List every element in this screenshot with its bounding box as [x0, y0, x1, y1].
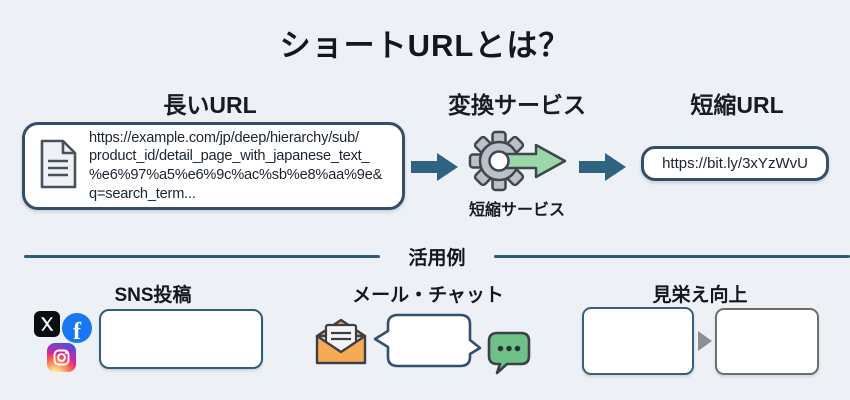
flow-arrow-right-icon	[411, 152, 459, 187]
green-output-arrow	[504, 143, 567, 179]
chat-dots-icon	[486, 331, 532, 380]
conversion-service-heading: 変換サービス	[448, 92, 586, 118]
long-url-line: %e6%97%a5%e6%9c%ac%sb%e8%aa%9e&	[89, 167, 383, 183]
long-url-text: https://example.com/jp/deep/hierarchy/su…	[89, 129, 382, 203]
examples-divider: 活用例	[0, 243, 850, 270]
gear-icon	[466, 128, 568, 199]
short-url-text: https://bit.ly/3xYzWvU	[662, 155, 808, 172]
x-icon	[34, 311, 60, 337]
service-caption: 短縮サービス	[468, 202, 565, 219]
page-title: ショートURLとは？	[279, 28, 571, 63]
short-url-heading: 短縮URL	[690, 92, 784, 118]
before-box	[582, 307, 694, 375]
speech-bubble-icon	[372, 312, 484, 375]
divider-line	[494, 255, 850, 258]
divider-line	[24, 255, 380, 258]
instagram-icon	[47, 343, 76, 372]
long-url-line: product_id/detail_page_with_japanese_tex…	[89, 148, 370, 165]
sns-post-placeholder-box	[99, 309, 263, 369]
appearance-section-heading: 見栄え向上	[652, 285, 748, 306]
long-url-heading: 長いURL	[163, 92, 257, 118]
long-url-line: https://example.com/jp/deep/hierarchy/su…	[89, 129, 359, 146]
transition-arrow-icon	[698, 331, 712, 351]
divider-label: 活用例	[408, 248, 466, 269]
sns-section-heading: SNS投稿	[114, 285, 192, 306]
long-url-line: q=search_term...	[89, 185, 196, 202]
envelope-icon	[314, 317, 368, 370]
flow-arrow-right-icon	[579, 152, 627, 187]
mail-chat-section-heading: メール・チャット	[352, 285, 504, 306]
after-box	[715, 308, 819, 375]
short-url-box: https://bit.ly/3xYzWvU	[641, 146, 829, 181]
long-url-box: https://example.com/jp/deep/hierarchy/su…	[22, 122, 405, 210]
facebook-icon: f	[62, 313, 92, 343]
document-icon	[38, 139, 79, 194]
